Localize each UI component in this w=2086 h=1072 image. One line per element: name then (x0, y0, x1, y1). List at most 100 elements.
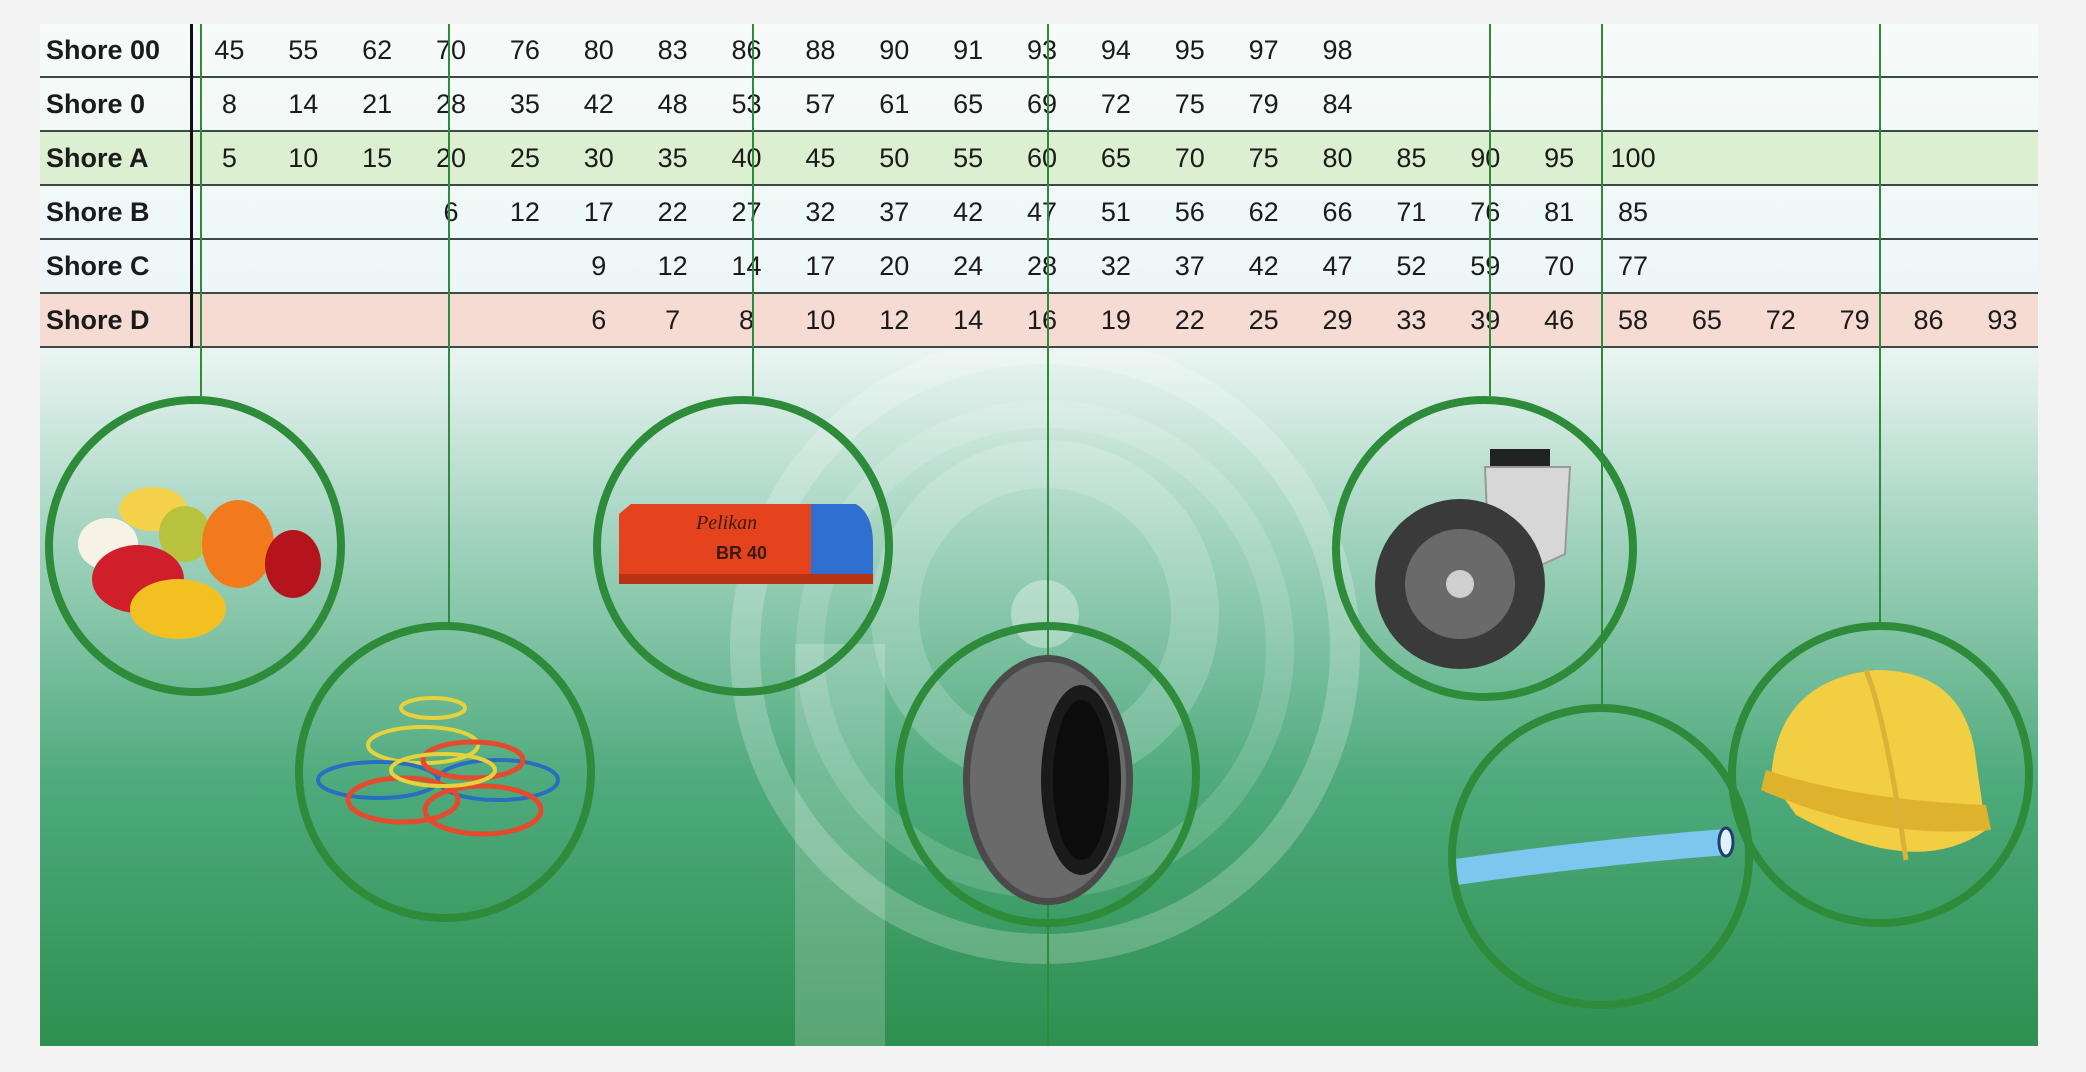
table-cell (1670, 239, 1744, 294)
table-cell: 61 (857, 77, 932, 132)
table-cell (1743, 24, 1818, 78)
table-cell (488, 293, 562, 348)
table-cell: 14 (266, 77, 341, 132)
table-cell: 9 (561, 239, 636, 294)
table-cell: 40 (709, 131, 784, 186)
table-cell: 72 (1079, 77, 1153, 132)
table-cell: 42 (1226, 239, 1301, 294)
table-cell: 69 (1005, 77, 1079, 132)
table-cell: 86 (709, 24, 784, 78)
table-cell: 6 (414, 185, 488, 240)
table-cell (191, 185, 267, 240)
table-cell: 12 (635, 239, 710, 294)
table-cell: 10 (266, 131, 341, 186)
table-cell (191, 239, 267, 294)
row-label: Shore A (40, 131, 193, 186)
table-cell: 80 (1300, 131, 1375, 186)
table-cell (1965, 77, 2038, 132)
tire-circle (895, 622, 1200, 927)
table-cell: 53 (709, 77, 784, 132)
table-cell: 79 (1226, 77, 1301, 132)
table-cell: 60 (1005, 131, 1079, 186)
table-cell: 75 (1226, 131, 1301, 186)
table-cell: 12 (488, 185, 562, 240)
table-cell: 28 (414, 77, 488, 132)
table-cell: 14 (931, 293, 1006, 348)
table-cell: 86 (1891, 293, 1966, 348)
table-cell: 25 (488, 131, 562, 186)
table-cell (1743, 185, 1818, 240)
hard-hat-image (1761, 669, 1991, 861)
table-cell (1891, 77, 1966, 132)
table-cell: 77 (1596, 239, 1670, 294)
eraser-brand-text: Pelikan (695, 512, 757, 534)
table-cell: 35 (635, 131, 710, 186)
table-cell: 39 (1448, 293, 1523, 348)
table-cell: 90 (857, 24, 932, 78)
table-cell: 76 (1448, 185, 1523, 240)
table-cell: 85 (1374, 131, 1449, 186)
table-cell (1670, 24, 1744, 78)
table-cell: 62 (340, 24, 415, 78)
table-cell (1817, 131, 1892, 186)
table-cell (1743, 131, 1818, 186)
table-cell: 75 (1152, 77, 1227, 132)
table-cell: 94 (1079, 24, 1153, 78)
row-label: Shore 0 (40, 77, 193, 132)
tire-image (963, 655, 1133, 905)
table-cell: 90 (1448, 131, 1523, 186)
table-cell: 72 (1743, 293, 1818, 348)
table-cell (1891, 24, 1966, 78)
table-cell (266, 185, 341, 240)
table-cell: 29 (1300, 293, 1375, 348)
table-cell (1965, 24, 2038, 78)
table-cell (1670, 77, 1744, 132)
eraser-circle: Pelikan BR 40 (593, 396, 893, 696)
eraser-image: Pelikan BR 40 (619, 504, 873, 584)
table-cell: 5 (191, 131, 267, 186)
table-cell: 93 (1005, 24, 1079, 78)
table-cell: 52 (1374, 239, 1449, 294)
table-cell: 35 (488, 77, 562, 132)
table-cell (191, 293, 267, 348)
table-cell: 32 (1079, 239, 1153, 294)
table-cell: 7 (635, 293, 710, 348)
table-cell (1448, 24, 1523, 78)
table-cell (1670, 185, 1744, 240)
gummy-bears-circle (45, 396, 345, 696)
table-cell: 95 (1522, 131, 1597, 186)
table-cell: 47 (1300, 239, 1375, 294)
table-cell: 48 (635, 77, 710, 132)
table-cell: 83 (635, 24, 710, 78)
table-cell: 12 (857, 293, 932, 348)
table-cell (1891, 239, 1966, 294)
table-cell: 62 (1226, 185, 1301, 240)
rubber-bands-image (316, 696, 560, 837)
table-cell (1965, 131, 2038, 186)
table-cell: 30 (561, 131, 636, 186)
table-cell (1817, 239, 1892, 294)
table-cell (1891, 185, 1966, 240)
table-cell: 71 (1374, 185, 1449, 240)
table-cell: 14 (709, 239, 784, 294)
table-cell: 84 (1300, 77, 1375, 132)
table-cell (1965, 185, 2038, 240)
table-cell (340, 293, 415, 348)
table-cell: 55 (931, 131, 1006, 186)
table-cell: 81 (1522, 185, 1597, 240)
table-cell: 80 (561, 24, 636, 78)
table-cell (340, 239, 415, 294)
table-cell: 100 (1596, 131, 1670, 186)
table-cell (1743, 239, 1818, 294)
table-cell: 33 (1374, 293, 1449, 348)
table-cell: 95 (1152, 24, 1227, 78)
table-cell: 19 (1079, 293, 1153, 348)
table-cell: 70 (414, 24, 488, 78)
table-cell (1891, 131, 1966, 186)
table-cell (1743, 77, 1818, 132)
